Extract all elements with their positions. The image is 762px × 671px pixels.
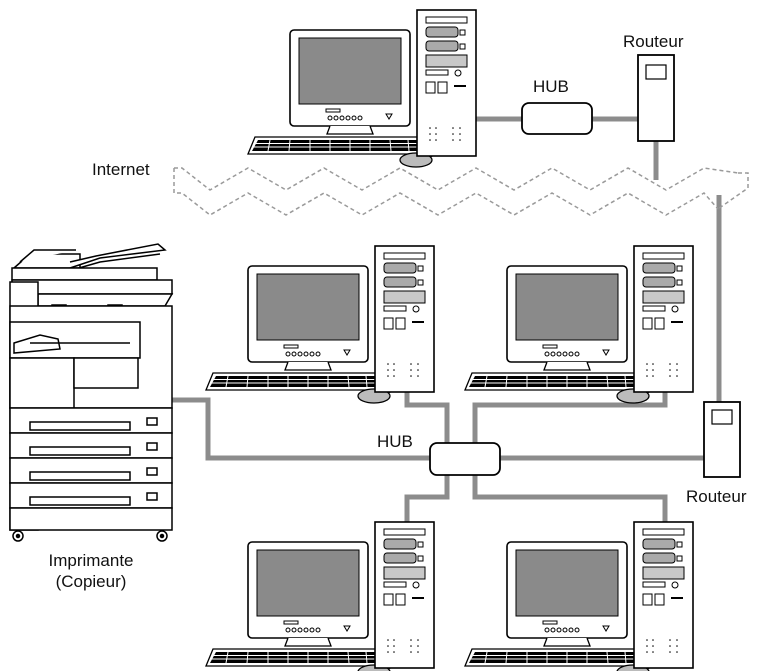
- router-top-icon: [637, 54, 675, 142]
- computer-icon-top: [247, 9, 477, 168]
- hub-top-label: HUB: [533, 77, 569, 96]
- printer-label-line1: Imprimante: [48, 551, 134, 570]
- hub-top-icon: [521, 102, 593, 135]
- printer-label-line2: (Copieur): [55, 572, 127, 591]
- computer-icon-middle-right: [464, 245, 694, 404]
- computer-icon-bottom-right: [464, 521, 694, 671]
- internet-label: Internet: [92, 160, 150, 179]
- computer-icon-bottom-left: [205, 521, 435, 671]
- computer-icon-middle-left: [205, 245, 435, 404]
- router-bottom-label: Routeur: [686, 487, 747, 506]
- printer-copier-icon: [9, 243, 174, 542]
- hub-bottom-label: HUB: [377, 432, 413, 451]
- router-top-label: Routeur: [623, 32, 684, 51]
- hub-bottom-icon: [429, 442, 501, 476]
- router-bottom-icon: [703, 401, 741, 478]
- internet-cloud-icon: [173, 167, 749, 216]
